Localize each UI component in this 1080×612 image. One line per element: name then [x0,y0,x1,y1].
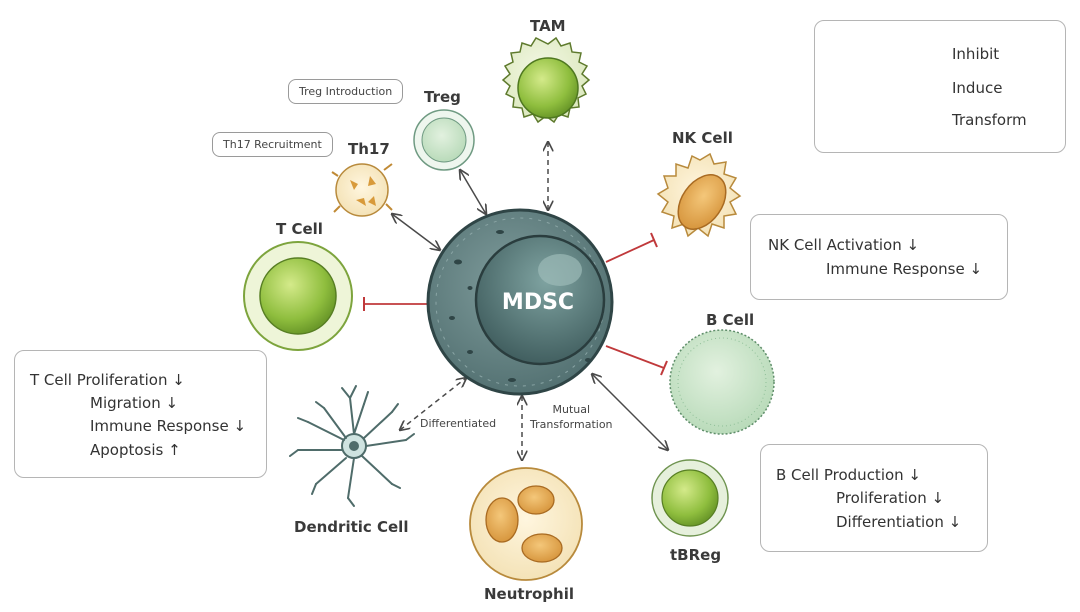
inhibit-line-bcell [605,345,668,376]
tcell-effect-3: Immune Response ↓ [90,417,247,435]
differentiated-annotation: Differentiated [420,417,497,430]
dendritic-label: Dendritic Cell [294,518,409,536]
inhibit-line-tcell [363,297,428,311]
nkcell-label: NK Cell [672,129,733,147]
treg-introduction-tag: Treg Introduction [288,79,404,104]
mdsc-label: MDSC [502,290,574,315]
mdsc-cell [426,208,614,396]
legend-induce-label: Induce [952,79,1003,97]
legend-box [814,20,1066,153]
th17-recruitment-tag: Th17 Recruitment [212,132,333,157]
induce-arrow-treg [460,170,486,214]
dendritic-cell [289,385,415,507]
th17-label: Th17 [348,140,390,158]
tbreg-cell [651,459,729,537]
bcell-effect-3: Differentiation ↓ [836,513,962,531]
bcell-effect-2: Proliferation ↓ [836,489,945,507]
b-cell [669,329,775,435]
tcell-effects-box [14,350,267,478]
bcell-label: B Cell [706,311,755,329]
nkcell-effects-box [750,214,1008,300]
tcell-effect-4: Apoptosis ↑ [90,441,181,459]
nk-cell [656,152,742,238]
legend-inhibit-label: Inhibit [952,45,1000,63]
th17-cell [331,163,393,217]
neutrophil-label: Neutrophil [484,585,574,603]
bcell-effects-box [760,444,988,552]
induce-arrow-tbreg [592,374,668,450]
tcell-effect-1: T Cell Proliferation ↓ [30,371,185,389]
tbreg-label: tBReg [670,546,722,564]
nkcell-effect-1: NK Cell Activation ↓ [768,236,920,254]
neutrophil-cell [469,467,583,581]
tcell-label: T Cell [276,220,323,238]
tam-cell [501,36,591,124]
mutual-transformation-annotation: Mutual Transformation [530,403,613,431]
tam-label: TAM [530,17,566,35]
treg-label: Treg [424,88,461,106]
t-cell [243,241,353,351]
treg-cell [413,109,475,171]
tcell-effect-2: Migration ↓ [90,394,179,412]
bcell-effect-1: B Cell Production ↓ [776,466,922,484]
nkcell-effect-2: Immune Response ↓ [826,260,983,278]
inhibit-line-nk [605,232,658,263]
induce-arrow-th17 [392,214,440,250]
legend-transform-label: Transform [952,111,1027,129]
